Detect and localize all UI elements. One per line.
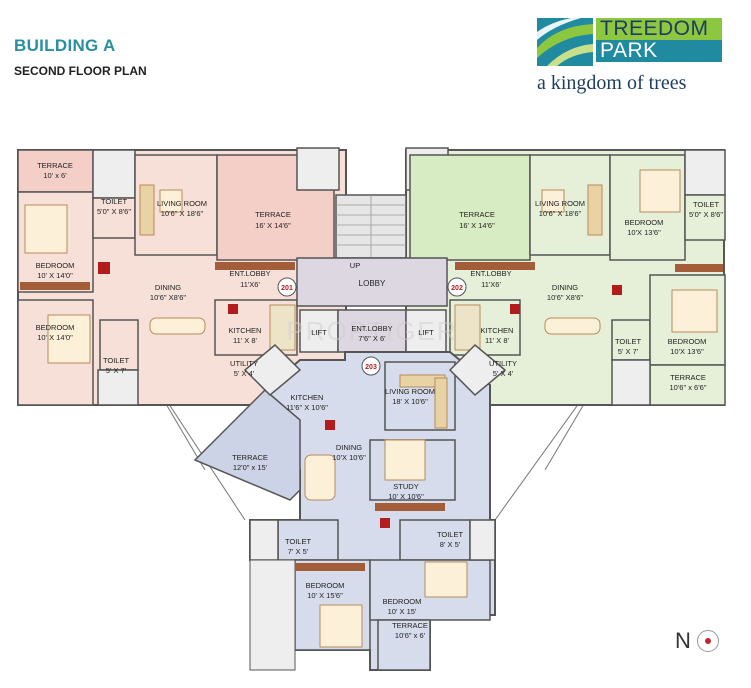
room-size: 5' X 4'	[493, 369, 514, 378]
room-size: 18' X 10'6"	[392, 397, 428, 406]
north-label: N	[675, 628, 691, 653]
room-name: BEDROOM	[36, 323, 75, 332]
watermark-text: PROPTIGER	[286, 316, 457, 346]
room-size: 11'6" X 10'6"	[286, 403, 328, 412]
room-name: TERRACE	[459, 210, 495, 219]
room-name: DINING	[336, 443, 362, 452]
room-size: 10'6" X 18'6"	[161, 209, 204, 218]
room-size: 10' X 10'6"	[388, 492, 424, 501]
room-name: ENT.LOBBY	[229, 269, 270, 278]
lift-right-label: LIFT	[418, 328, 434, 337]
plan-title: BUILDING A	[14, 36, 116, 55]
room-name: KITCHEN	[481, 326, 514, 335]
room-name: TOILET	[615, 337, 642, 346]
room-name: STUDY	[393, 482, 418, 491]
room-name: LIVING ROOM	[157, 199, 207, 208]
room-name: BEDROOM	[306, 581, 345, 590]
room-name: LIVING ROOM	[535, 199, 585, 208]
utility-shafts	[243, 343, 507, 397]
room-name: LIVING ROOM	[385, 387, 435, 396]
core-up-label: UP	[350, 261, 360, 270]
room-name: BEDROOM	[36, 261, 75, 270]
room-size: 10'X 13'6"	[627, 228, 661, 237]
leaf-logo-icon	[537, 18, 593, 66]
brand-tagline: a kingdom of trees	[537, 72, 687, 94]
plan-subtitle: SECOND FLOOR PLAN	[14, 64, 147, 78]
room-size: 7' X 5'	[288, 547, 309, 556]
room-size: 5'0" X 8'6"	[97, 207, 131, 216]
core	[296, 194, 448, 353]
room-size: 10'X 13'6"	[670, 347, 704, 356]
brand-line-2: PARK	[596, 40, 722, 62]
room-size: 10'6" x 6'	[395, 631, 426, 640]
unit-number-202: 202	[451, 285, 463, 292]
room-name: TOILET	[437, 530, 464, 539]
room-name: TERRACE	[670, 373, 706, 382]
unit-201	[17, 147, 347, 406]
room-name: KITCHEN	[229, 326, 262, 335]
room-size: 16' X 14'6"	[255, 221, 291, 230]
room-size: 5' X 7'	[618, 347, 639, 356]
brand-line-1: TREEDOM	[596, 18, 722, 40]
room-name: BEDROOM	[625, 218, 664, 227]
room-name: TOILET	[103, 356, 130, 365]
room-size: 5' X 7'	[106, 366, 127, 375]
room-name: TERRACE	[37, 161, 73, 170]
room-name: DINING	[155, 283, 181, 292]
room-name: TERRACE	[255, 210, 291, 219]
unit-number-203: 203	[365, 364, 377, 371]
room-name: KITCHEN	[291, 393, 324, 402]
room-size: 10'X 10'6"	[332, 453, 366, 462]
unit-number-201: 201	[281, 285, 293, 292]
unit-numbers: 201 202 203	[277, 277, 467, 376]
room-size: 10'6" x 6'6"	[670, 383, 707, 392]
room-size: 10' X 14'0"	[37, 271, 73, 280]
room-size: 5' X 4'	[234, 369, 255, 378]
room-name: UTILITY	[489, 359, 517, 368]
room-name: BEDROOM	[668, 337, 707, 346]
room-name: ENT.LOBBY	[470, 269, 511, 278]
room-name: TERRACE	[232, 453, 268, 462]
room-size: 11'X6'	[240, 280, 260, 289]
room-name: ENT.LOBBY	[351, 324, 392, 333]
compass-icon	[697, 630, 719, 652]
room-name: TOILET	[285, 537, 312, 546]
room-size: 11'X6'	[481, 280, 501, 289]
room-name: BEDROOM	[383, 597, 422, 606]
room-name: UTILITY	[230, 359, 258, 368]
brand-name: TREEDOM PARK	[596, 18, 722, 66]
core-lobby-label: LOBBY	[359, 279, 386, 288]
room-size: 10' x 6'	[43, 171, 67, 180]
room-size: 5'0" X 8'6"	[689, 210, 723, 219]
room-name: TERRACE	[392, 621, 428, 630]
room-size: 10' X 14'0"	[37, 333, 73, 342]
room-size: 12'0" x 15'	[233, 463, 268, 472]
room-size: 10'6" X 18'6"	[539, 209, 582, 218]
lift-left-label: LIFT	[311, 328, 327, 337]
room-size: 10'6" X8'6"	[150, 293, 186, 302]
room-labels: TERRACE 10' x 6' TOILET 5'0" X 8'6" LIVI…	[36, 161, 724, 640]
room-name: TOILET	[693, 200, 720, 209]
room-size: 10'6" X8'6"	[547, 293, 583, 302]
unit-203	[193, 351, 496, 671]
room-size: 11' X 8'	[233, 336, 258, 345]
room-size: 7'6" X 6'	[358, 334, 386, 343]
room-size: 11' X 8'	[485, 336, 510, 345]
room-size: 10' X 15'6"	[307, 591, 343, 600]
room-size: 8' X 5'	[440, 540, 461, 549]
room-size: 10' X 15'	[388, 607, 417, 616]
room-size: 16' X 14'6"	[459, 221, 495, 230]
room-name: TOILET	[101, 197, 128, 206]
room-name: DINING	[552, 283, 578, 292]
